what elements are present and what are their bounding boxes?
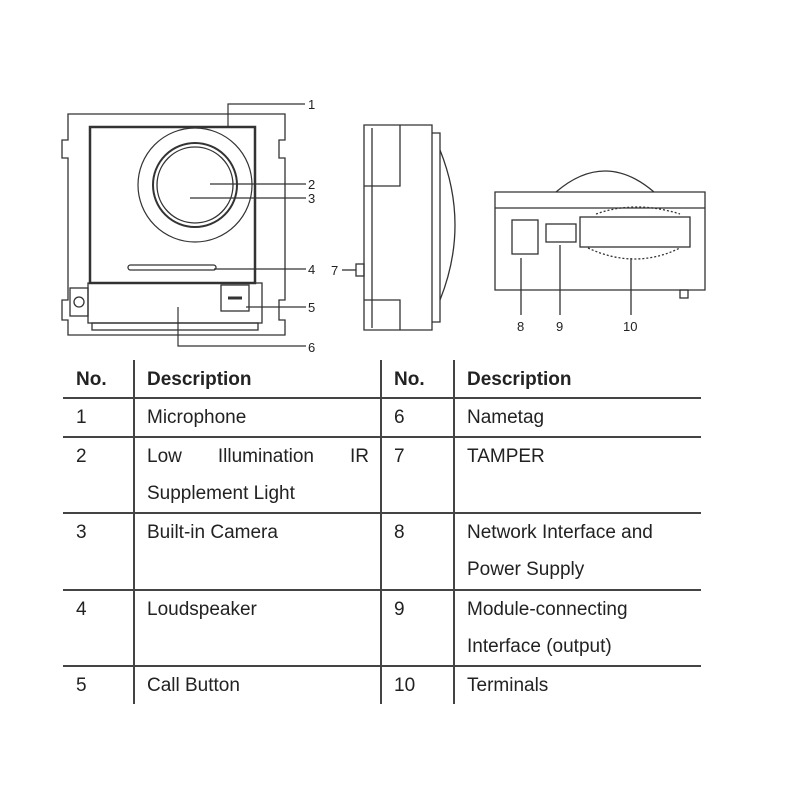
callout-labels: 1 2 3 4 5 6 7 8 9 10 xyxy=(308,97,637,355)
callout-2: 2 xyxy=(308,177,315,192)
row-no: 8 xyxy=(394,522,405,543)
row-description: TAMPER xyxy=(467,446,545,467)
header-no-right: No. xyxy=(394,369,425,390)
callout-8: 8 xyxy=(517,319,524,334)
bottom-view xyxy=(494,170,706,315)
row-no: 9 xyxy=(394,599,405,620)
callout-6: 6 xyxy=(308,340,315,355)
row-no: 6 xyxy=(394,407,405,428)
callout-4: 4 xyxy=(308,262,315,277)
callout-1: 1 xyxy=(308,97,315,112)
front-view xyxy=(61,113,286,336)
callout-3: 3 xyxy=(308,191,315,206)
device-diagram: 1 2 3 4 5 6 7 8 9 10 xyxy=(61,97,706,355)
row-no: 2 xyxy=(76,446,87,467)
row-description: Network Interface and Power Supply xyxy=(467,522,653,580)
callout-10: 10 xyxy=(623,319,637,334)
row-no: 7 xyxy=(394,446,405,467)
side-view xyxy=(342,124,456,331)
row-description: Loudspeaker xyxy=(147,599,257,620)
row-no: 4 xyxy=(76,599,87,620)
row-description: Nametag xyxy=(467,407,545,428)
callout-7: 7 xyxy=(331,263,338,278)
row-description: Built-in Camera xyxy=(147,522,278,543)
table-rule xyxy=(63,589,701,591)
table-divider xyxy=(133,360,135,704)
callout-5: 5 xyxy=(308,300,315,315)
callout-lines-front xyxy=(177,103,306,347)
row-no: 1 xyxy=(76,407,87,428)
table-divider xyxy=(380,360,382,704)
header-description-left: Description xyxy=(147,369,252,390)
row-no: 3 xyxy=(76,522,87,543)
row-description: Module-connecting Interface (output) xyxy=(467,599,628,657)
row-description: Call Button xyxy=(147,675,240,696)
row-description: Low Illumination IR Supplement Light xyxy=(147,446,369,504)
table-rule xyxy=(63,665,701,667)
table-rule xyxy=(63,397,701,399)
row-description: Terminals xyxy=(467,675,549,696)
table-rule xyxy=(63,436,701,438)
header-description-right: Description xyxy=(467,369,572,390)
table-rule xyxy=(63,512,701,514)
table-divider xyxy=(453,360,455,704)
row-no: 5 xyxy=(76,675,87,696)
row-no: 10 xyxy=(394,675,416,696)
header-no-left: No. xyxy=(76,369,107,390)
callout-9: 9 xyxy=(556,319,563,334)
row-description: Microphone xyxy=(147,407,247,428)
